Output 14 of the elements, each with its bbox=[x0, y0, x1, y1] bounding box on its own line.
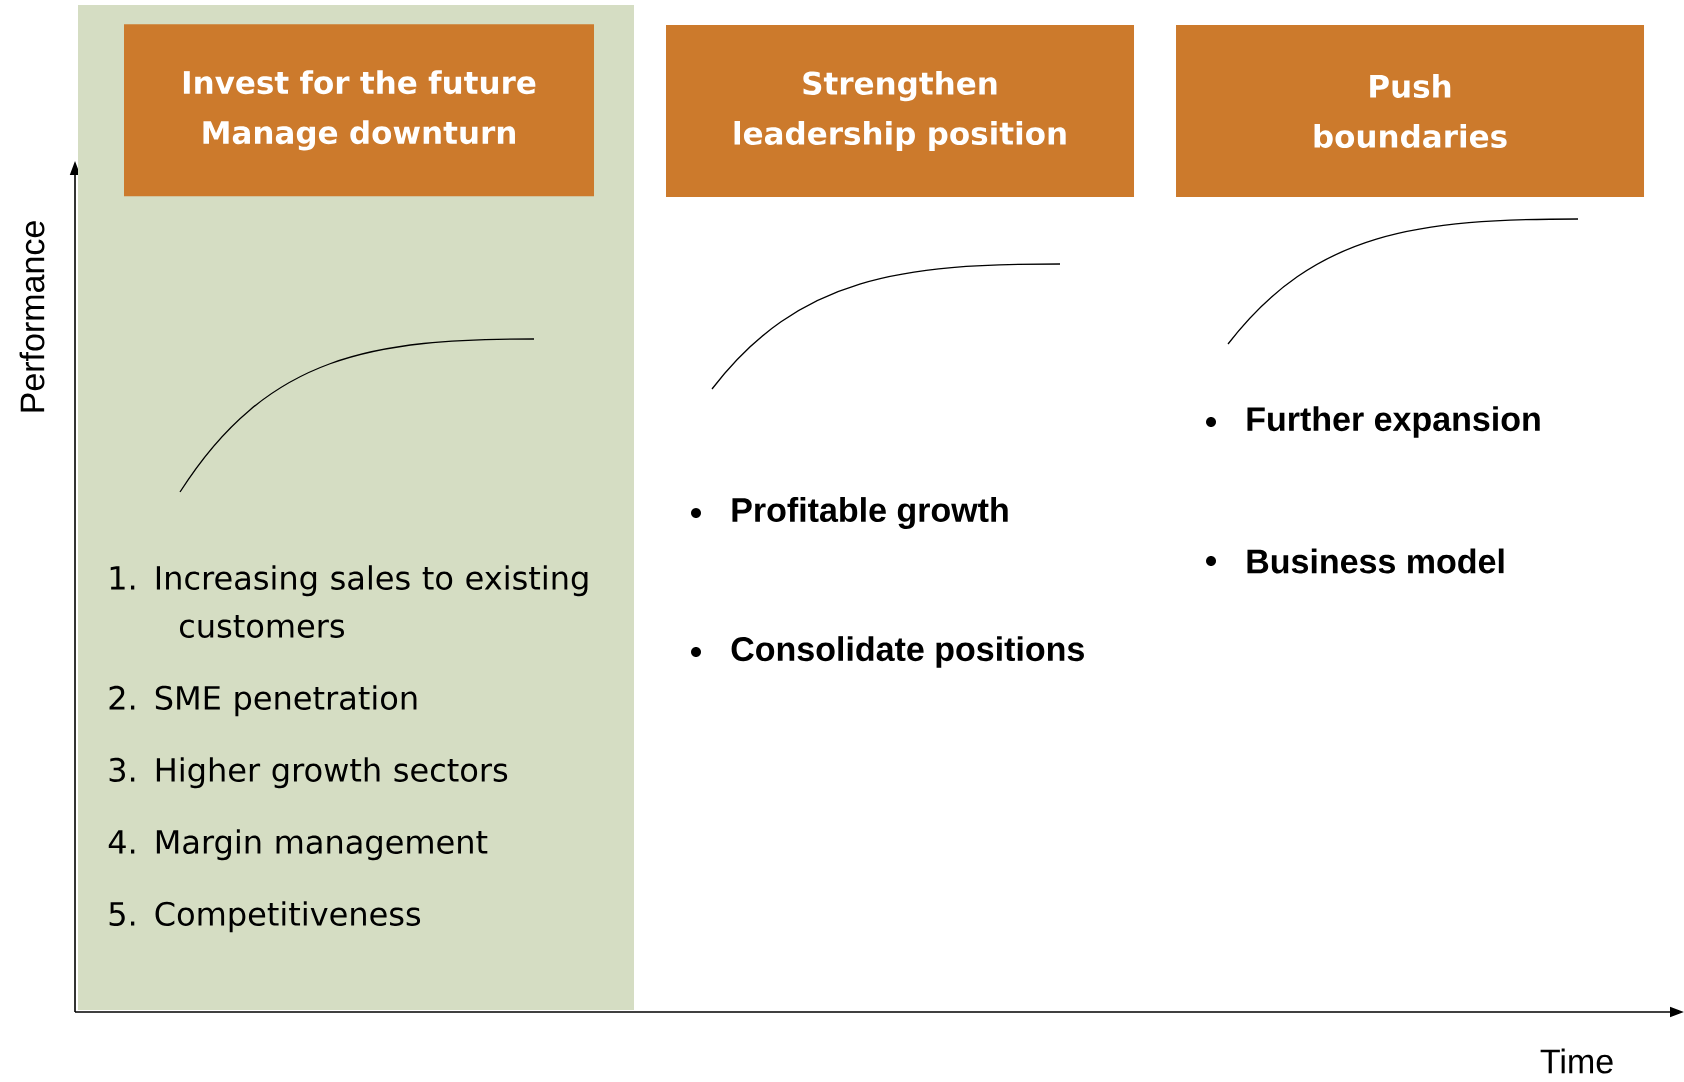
header-box: Strengthen leadership position bbox=[666, 25, 1134, 197]
list-item: 1. Increasing sales to existing customers bbox=[110, 565, 588, 638]
axis-label: Time bbox=[1540, 1048, 1613, 1074]
bullet-item: Business model bbox=[1206, 548, 1504, 574]
list-item: 3. Higher growth sectors bbox=[109, 757, 508, 789]
list-item: 4. Margin management bbox=[108, 829, 488, 861]
header-box: Push boundaries bbox=[1176, 25, 1644, 197]
axis-label: Performance bbox=[19, 221, 45, 412]
bullet-item: Further expansion bbox=[1206, 406, 1540, 438]
bullet-item: Consolidate positions bbox=[691, 636, 1084, 668]
bullet-item: Profitable growth bbox=[691, 497, 1008, 529]
list-item: 2. SME penetration bbox=[109, 685, 417, 717]
list-item: 5. Competitiveness bbox=[109, 901, 421, 933]
header-box: Invest for the future Manage downturn bbox=[124, 24, 594, 197]
